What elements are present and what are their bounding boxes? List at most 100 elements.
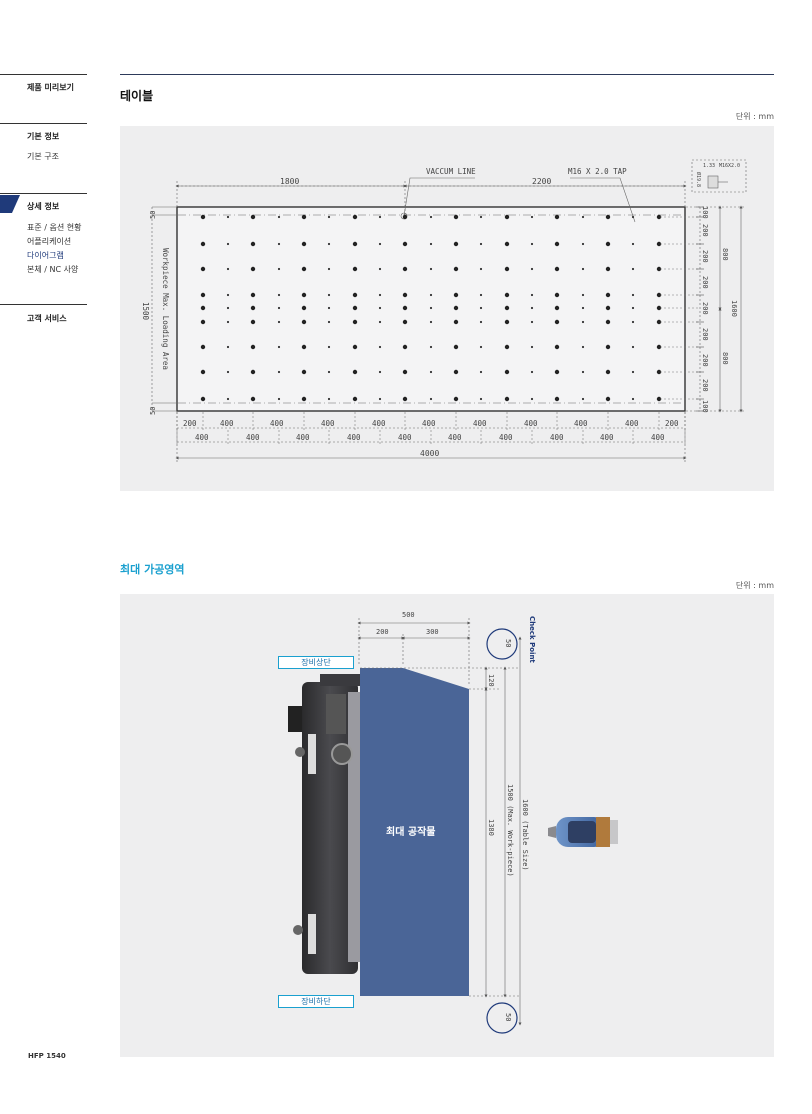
hole bbox=[226, 345, 230, 349]
detail-c: Ø19.8 bbox=[695, 172, 702, 187]
hole bbox=[378, 267, 382, 271]
sidebar-item-body-nc[interactable]: 본체 / NC 사양 bbox=[27, 265, 79, 274]
hole bbox=[656, 214, 662, 220]
work-section-title: 최대 가공영역 bbox=[120, 563, 185, 576]
hole bbox=[352, 241, 358, 247]
hole bbox=[327, 242, 331, 246]
hole bbox=[352, 369, 358, 375]
equip-top-badge: 장비상단 bbox=[278, 656, 354, 669]
hole bbox=[226, 267, 230, 271]
hole bbox=[402, 344, 408, 350]
dim-right-100-bottom: 100 bbox=[701, 400, 709, 413]
sidebar-item-basic-structure[interactable]: 기본 구조 bbox=[27, 152, 59, 161]
hole bbox=[200, 344, 206, 350]
hole bbox=[479, 215, 483, 219]
hole bbox=[554, 344, 560, 350]
hole bbox=[656, 344, 662, 350]
hole bbox=[453, 344, 459, 350]
dim-right-200: 200 bbox=[701, 328, 709, 341]
hole bbox=[301, 292, 307, 298]
dim-right-200: 200 bbox=[701, 276, 709, 289]
hole bbox=[631, 293, 635, 297]
hole bbox=[554, 214, 560, 220]
table-unit-label: 단위 : mm bbox=[735, 112, 774, 121]
dim-bottom-400: 400 bbox=[246, 433, 260, 442]
hole bbox=[429, 293, 433, 297]
hole bbox=[530, 306, 534, 310]
dim-bottom-400: 400 bbox=[651, 433, 665, 442]
hole bbox=[631, 345, 635, 349]
dim-right-200: 200 bbox=[701, 302, 709, 315]
hole bbox=[504, 305, 510, 311]
hole bbox=[200, 292, 206, 298]
hole bbox=[453, 266, 459, 272]
hole bbox=[327, 370, 331, 374]
model-label: HFP 1540 bbox=[28, 1052, 66, 1060]
sidebar-basic[interactable]: 기본 정보 bbox=[27, 132, 60, 141]
hole bbox=[581, 370, 585, 374]
hole bbox=[277, 397, 281, 401]
sidebar-item-application[interactable]: 어플리케이션 bbox=[27, 237, 72, 246]
hole bbox=[554, 266, 560, 272]
hole bbox=[504, 319, 510, 325]
hole bbox=[301, 305, 307, 311]
hole bbox=[504, 241, 510, 247]
hole bbox=[352, 344, 358, 350]
hole bbox=[327, 267, 331, 271]
detail-a: 1.33 bbox=[703, 163, 715, 169]
hole bbox=[504, 266, 510, 272]
work-unit-label: 단위 : mm bbox=[735, 581, 774, 590]
hole bbox=[200, 396, 206, 402]
hole bbox=[453, 241, 459, 247]
sidebar-preview[interactable]: 제품 미리보기 bbox=[27, 83, 74, 92]
hole bbox=[453, 396, 459, 402]
hole bbox=[554, 396, 560, 402]
detail-b: M16X2.0 bbox=[719, 163, 740, 169]
hole bbox=[301, 396, 307, 402]
check-50-top: 50 bbox=[504, 639, 512, 647]
hole bbox=[226, 397, 230, 401]
hole bbox=[453, 214, 459, 220]
hole bbox=[402, 369, 408, 375]
hole bbox=[656, 266, 662, 272]
hole bbox=[429, 370, 433, 374]
hole bbox=[378, 370, 382, 374]
hole bbox=[402, 292, 408, 298]
dim-bottom-200: 200 bbox=[183, 419, 197, 428]
work-area-panel: 500 200 300 50 50 120 1380 1500 (Max. Wo… bbox=[120, 594, 774, 1057]
dim-right-200: 200 bbox=[701, 224, 709, 237]
sidebar-service[interactable]: 고객 서비스 bbox=[27, 314, 67, 323]
dim-margin-top: 50 bbox=[149, 211, 157, 219]
hole bbox=[504, 214, 510, 220]
check-point-label: Check Point bbox=[528, 616, 536, 663]
hole bbox=[327, 306, 331, 310]
sidebar-item-standard-option[interactable]: 표준 / 옵션 현황 bbox=[27, 223, 82, 232]
hole bbox=[301, 266, 307, 272]
hole bbox=[631, 215, 635, 219]
dim-bottom-400: 400 bbox=[270, 419, 284, 428]
hole bbox=[479, 345, 483, 349]
hole bbox=[301, 344, 307, 350]
hole bbox=[352, 305, 358, 311]
hole bbox=[631, 306, 635, 310]
hole bbox=[605, 319, 611, 325]
hole bbox=[327, 215, 331, 219]
work-area-diagram: 500 200 300 50 50 120 1380 1500 (Max. Wo… bbox=[288, 611, 618, 1034]
dim-4000: 4000 bbox=[420, 449, 439, 458]
dim-bottom-400: 400 bbox=[347, 433, 361, 442]
hole bbox=[277, 345, 281, 349]
sidebar-item-diagram[interactable]: 다이어그램 bbox=[27, 251, 64, 260]
hole bbox=[378, 320, 382, 324]
hole bbox=[554, 241, 560, 247]
hole bbox=[530, 215, 534, 219]
hole bbox=[277, 320, 281, 324]
hole bbox=[453, 319, 459, 325]
hole bbox=[656, 305, 662, 311]
sidebar-detail[interactable]: 상세 정보 bbox=[27, 202, 60, 211]
hole bbox=[605, 266, 611, 272]
hole bbox=[479, 293, 483, 297]
hole bbox=[250, 319, 256, 325]
hole bbox=[530, 242, 534, 246]
hole bbox=[402, 305, 408, 311]
hole bbox=[301, 369, 307, 375]
